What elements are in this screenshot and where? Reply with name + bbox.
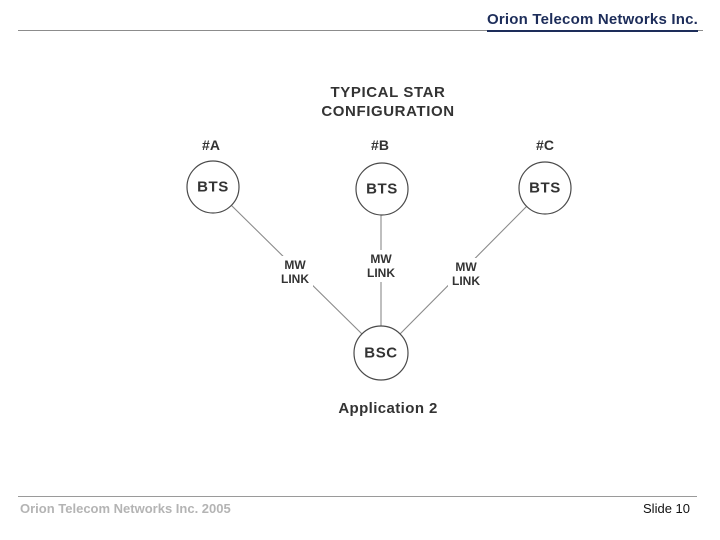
mw-link-middle-line2: LINK [367, 266, 395, 280]
bsc-label: BSC [364, 344, 398, 362]
mw-link-left-line2: LINK [281, 272, 309, 286]
diagram-title: TYPICAL STAR CONFIGURATION [288, 83, 488, 121]
bts-b-tag: #B [371, 137, 389, 153]
mw-link-label-right: MW LINK [448, 258, 484, 290]
bsc-node-circle [353, 325, 409, 381]
mw-link-right-line2: LINK [452, 274, 480, 288]
footer-rule [18, 496, 697, 497]
mw-link-label-middle: MW LINK [363, 250, 399, 282]
mw-link-middle-line1: MW [370, 252, 392, 266]
bts-c-node-circle [518, 161, 572, 215]
bts-c-tag: #C [536, 137, 554, 153]
diagram-title-line2: CONFIGURATION [321, 103, 455, 120]
footer-copyright: Orion Telecom Networks Inc. 2005 [20, 501, 231, 516]
bts-a-label: BTS [197, 178, 229, 196]
slide-number: Slide 10 [643, 501, 690, 516]
bts-a-tag: #A [202, 137, 220, 153]
bts-a-node-circle [186, 160, 240, 214]
mw-link-label-left: MW LINK [277, 256, 313, 288]
diagram-title-line1: TYPICAL STAR [330, 84, 446, 101]
bts-c-label: BTS [529, 179, 561, 197]
mw-link-right-line1: MW [455, 260, 477, 274]
bts-b-node-circle [355, 162, 409, 216]
mw-link-left-line1: MW [284, 258, 306, 272]
bts-b-label: BTS [366, 180, 398, 198]
header-title: Orion Telecom Networks Inc. [486, 11, 698, 32]
header-rule [18, 30, 703, 31]
diagram-caption: Application 2 [338, 400, 438, 417]
